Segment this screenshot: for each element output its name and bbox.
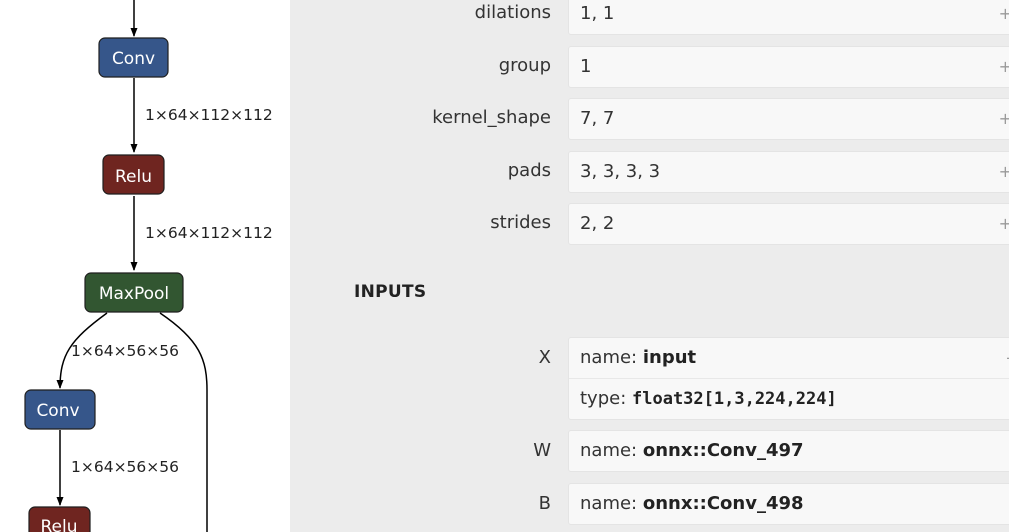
attribute-value-kernel-shape: 7, 7 xyxy=(580,108,615,129)
node-relu-2-box xyxy=(28,506,91,532)
input-name-b: B xyxy=(538,493,551,514)
edge-label-conv1-relu1: 1×64×112×112 xyxy=(145,106,273,124)
attribute-value-box-group[interactable]: 1 + xyxy=(568,46,1009,88)
input-x-type-value: float32[1,3,224,224] xyxy=(632,389,837,409)
input-name-w: W xyxy=(533,440,551,461)
attribute-value-box-strides[interactable]: 2, 2 + xyxy=(568,203,1009,245)
attribute-value-group: 1 xyxy=(580,56,592,77)
edge-maxpool1-to-conv2 xyxy=(56,312,108,389)
attribute-name-kernel-shape: kernel_shape xyxy=(432,107,551,128)
attribute-name-strides: strides xyxy=(490,212,551,233)
node-conv-1-box xyxy=(98,37,169,78)
attribute-value-strides: 2, 2 xyxy=(580,213,615,234)
graph-canvas[interactable]: 1×64×112×112 1×64×112×112 1×64×56×56 1×6… xyxy=(0,0,290,532)
graph-svg: 1×64×112×112 1×64×112×112 1×64×56×56 1×6… xyxy=(24,0,273,532)
node-conv-2-box xyxy=(24,389,96,430)
node-maxpool-1-box xyxy=(84,272,184,313)
attribute-value-box-kernel-shape[interactable]: 7, 7 + xyxy=(568,98,1009,140)
edge-maxpool1-to-residual xyxy=(159,312,208,532)
attribute-name-pads: pads xyxy=(507,160,551,181)
attribute-value-box-pads[interactable]: 3, 3, 3, 3 + xyxy=(568,151,1009,193)
attribute-row-group: group 1 + xyxy=(320,46,1009,88)
node-conv-2-label: Conv xyxy=(36,401,79,421)
input-b-name-value: onnx::Conv_498 xyxy=(642,493,804,514)
edge-label-conv2-relu2: 1×64×56×56 xyxy=(71,458,179,476)
attribute-row-strides: strides 2, 2 + xyxy=(320,203,1009,245)
attribute-row-kernel-shape: kernel_shape 7, 7 + xyxy=(320,98,1009,140)
node-properties-panel: dilations 1, 1 + group 1 + kernel_shape xyxy=(320,0,1009,532)
input-value-box-x[interactable]: name: input - type: float32[1,3,224,224] xyxy=(568,337,1009,420)
input-w-name-value: onnx::Conv_497 xyxy=(642,440,804,461)
node-relu-2[interactable]: Relu xyxy=(28,506,91,532)
attribute-row-pads: pads 3, 3, 3, 3 + xyxy=(320,151,1009,193)
expand-toggle-kernel-shape[interactable]: + xyxy=(998,109,1009,128)
expand-toggle-pads[interactable]: + xyxy=(998,162,1009,181)
node-conv-2[interactable]: Conv xyxy=(24,389,96,430)
node-maxpool-1-label: MaxPool xyxy=(99,284,169,304)
expand-toggle-strides[interactable]: + xyxy=(998,214,1009,233)
node-properties-sidebar: dilations 1, 1 + group 1 + kernel_shape xyxy=(290,0,1009,532)
input-row-x: X name: input - type: float32[1,3,224,22… xyxy=(320,337,1009,421)
attribute-row-dilations: dilations 1, 1 + xyxy=(320,0,1009,35)
attribute-value-dilations: 1, 1 xyxy=(580,3,615,24)
node-relu-1-label: Relu xyxy=(115,167,152,187)
input-x-name-key: name: xyxy=(580,347,643,368)
attribute-name-group: group xyxy=(498,55,551,76)
attribute-value-box-dilations[interactable]: 1, 1 + xyxy=(568,0,1009,35)
attribute-value-pads: 3, 3, 3, 3 xyxy=(580,161,661,182)
node-relu-1-box xyxy=(102,154,165,195)
node-maxpool-1[interactable]: MaxPool xyxy=(84,272,184,313)
node-relu-1[interactable]: Relu xyxy=(102,154,165,195)
attribute-name-dilations: dilations xyxy=(474,2,551,23)
node-relu-2-label: Relu xyxy=(40,517,77,532)
expand-toggle-group[interactable]: + xyxy=(998,57,1009,76)
expand-toggle-dilations[interactable]: + xyxy=(998,4,1009,23)
input-b-name-key: name: xyxy=(580,493,643,514)
input-value-box-w[interactable]: name: onnx::Conv_497 xyxy=(568,430,1009,472)
input-row-w: W name: onnx::Conv_497 xyxy=(320,430,1009,472)
inputs-section-title: INPUTS xyxy=(354,282,427,302)
input-w-name-key: name: xyxy=(580,440,643,461)
edge-label-maxpool1-conv2: 1×64×56×56 xyxy=(71,342,179,360)
input-name-x: X xyxy=(538,347,551,368)
input-row-b: B name: onnx::Conv_498 xyxy=(320,483,1009,525)
collapse-toggle-x[interactable]: - xyxy=(1006,338,1009,378)
node-conv-1[interactable]: Conv xyxy=(98,37,169,78)
input-x-type-key: type: xyxy=(580,388,632,409)
input-x-name-value: input xyxy=(642,347,697,368)
node-conv-1-label: Conv xyxy=(112,49,155,69)
edge-label-relu1-maxpool1: 1×64×112×112 xyxy=(145,224,273,242)
input-value-box-b[interactable]: name: onnx::Conv_498 xyxy=(568,483,1009,525)
